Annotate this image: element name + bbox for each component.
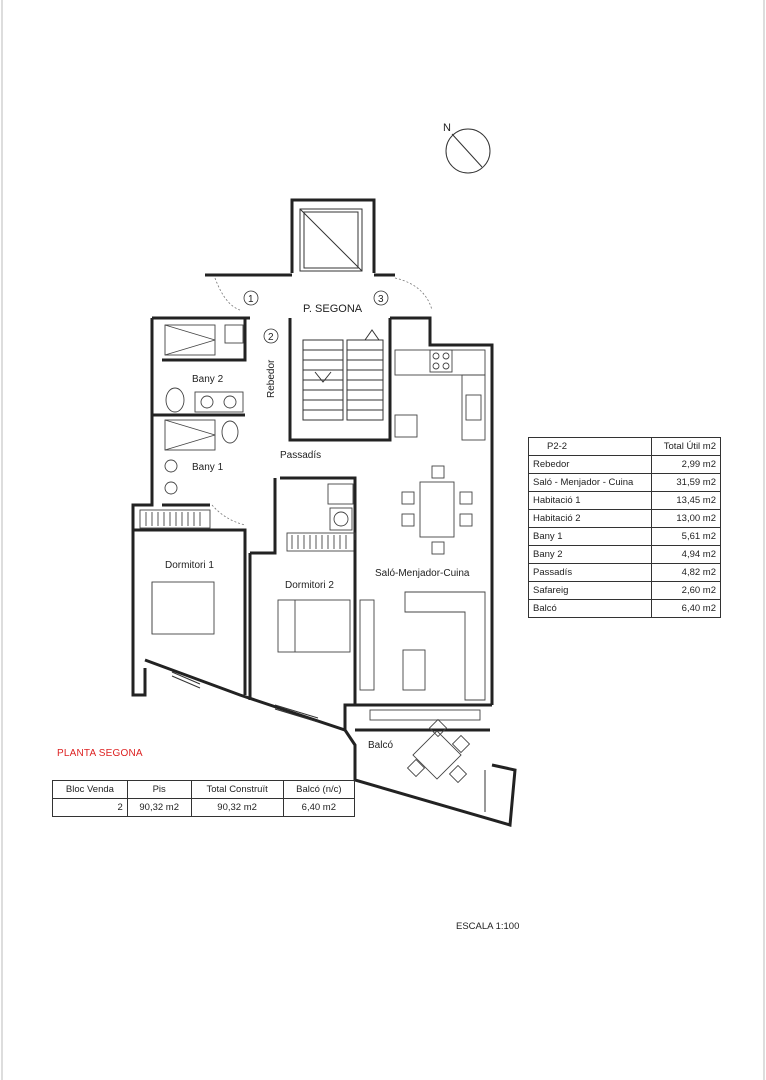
balcony-furniture [369, 709, 481, 784]
area-row-value: 4,94 m2 [651, 545, 721, 564]
sale-header-bloc: Bloc Venda [52, 780, 128, 799]
sale-table: Bloc Venda Pis Total Construït Balcó (n/… [52, 780, 356, 817]
area-row-value: 4,82 m2 [651, 563, 721, 582]
laundry-block [280, 476, 357, 552]
sale-cell-balco: 6,40 m2 [282, 798, 356, 817]
area-row-value: 2,99 m2 [651, 455, 721, 474]
area-row-value: 31,59 m2 [651, 473, 721, 492]
room-label-passadis: Passadís [280, 450, 321, 461]
sale-header-pis: Pis [126, 780, 192, 799]
floor-label: P. SEGONA [303, 303, 363, 315]
room-label-dormitori2: Dormitori 2 [285, 580, 334, 591]
svg-text:3: 3 [378, 294, 384, 305]
room-label-rebedor: Rebedor [266, 359, 277, 398]
room-label-balco: Balcó [368, 740, 393, 751]
area-table-header: P2-2 Total Útil m2 [528, 437, 721, 456]
area-row-name: Safareig [528, 581, 652, 600]
scale-label: ESCALA 1:100 [456, 921, 520, 932]
area-table-header-name: P2-2 [528, 437, 652, 456]
svg-text:1: 1 [248, 294, 254, 305]
facade-windows [171, 671, 319, 723]
living-furniture [359, 591, 486, 701]
plan-title: PLANTA SEGONA [57, 748, 143, 759]
door-number-3: 3 [373, 290, 389, 306]
dining-table [401, 465, 473, 555]
area-row-name: Balcó [528, 599, 652, 618]
area-row-name: Habitació 1 [528, 491, 652, 510]
sale-header-balco: Balcó (n/c) [282, 780, 356, 799]
sale-cell-bloc: 2 [52, 798, 128, 817]
area-row-value: 13,45 m2 [651, 491, 721, 510]
kitchen [394, 349, 486, 441]
sale-table-header: Bloc Venda Pis Total Construït Balcó (n/… [52, 780, 356, 799]
svg-text:2: 2 [268, 332, 274, 343]
area-row-name: Rebedor [528, 455, 652, 474]
area-table-header-value: Total Útil m2 [651, 437, 721, 456]
area-row-name: Bany 2 [528, 545, 652, 564]
apartment-walls [131, 316, 517, 827]
room-label-dormitori1: Dormitori 1 [165, 560, 214, 571]
room-label-bany1: Bany 1 [192, 462, 224, 473]
bedroom-2 [248, 478, 357, 705]
elevator-shaft [290, 198, 376, 273]
table-row: 2 90,32 m2 90,32 m2 6,40 m2 [52, 798, 356, 817]
sale-cell-total: 90,32 m2 [190, 798, 284, 817]
area-row-value: 6,40 m2 [651, 599, 721, 618]
room-label-salo: Saló-Menjador-Cuina [375, 568, 470, 579]
area-row-value: 5,61 m2 [651, 527, 721, 546]
area-row-name: Passadís [528, 563, 652, 582]
area-row-name: Saló - Menjador - Cuina [528, 473, 652, 492]
stair-core [288, 318, 392, 442]
area-row-name: Habitació 2 [528, 509, 652, 528]
area-row-value: 2,60 m2 [651, 581, 721, 600]
room-label-bany2: Bany 2 [192, 374, 224, 385]
compass-north-label: N [443, 122, 451, 134]
bathroom-2 [162, 318, 247, 413]
door-number-1: 1 [243, 290, 259, 306]
sale-header-total: Total Construït [190, 780, 284, 799]
area-row-name: Bany 1 [528, 527, 652, 546]
compass-icon: N [443, 122, 491, 174]
sale-cell-pis: 90,32 m2 [126, 798, 192, 817]
bedroom-1 [133, 509, 247, 695]
bathroom-1 [152, 413, 246, 526]
door-number-2: 2 [263, 328, 279, 344]
area-row-value: 13,00 m2 [651, 509, 721, 528]
